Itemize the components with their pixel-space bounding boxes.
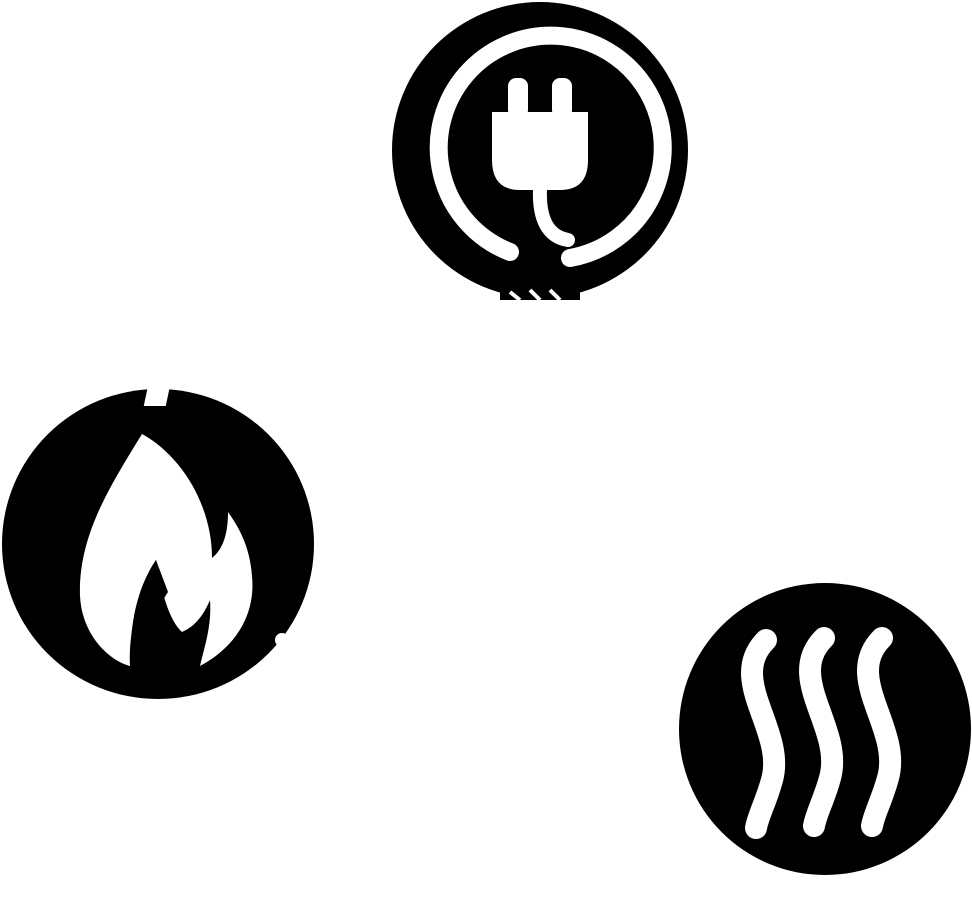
flame-icon-graphic bbox=[2, 386, 314, 699]
power-plug-icon-graphic bbox=[392, 2, 688, 302]
steam-waves-icon-graphic bbox=[679, 583, 971, 875]
flame-icon bbox=[0, 386, 320, 706]
steam-waves-icon bbox=[676, 580, 972, 878]
power-plug-icon bbox=[390, 0, 690, 302]
